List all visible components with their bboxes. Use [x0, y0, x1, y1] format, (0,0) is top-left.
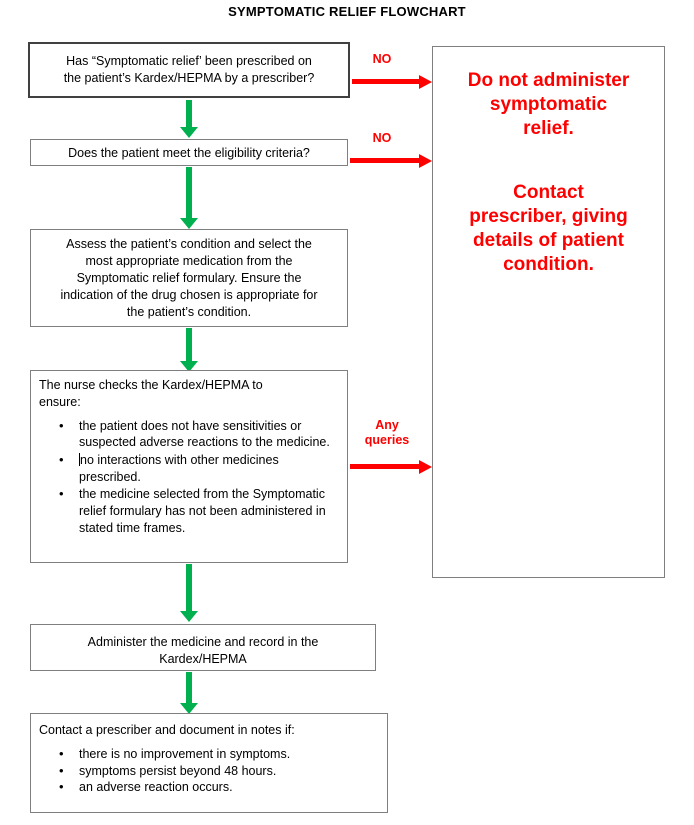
- edge-arrow-any-queries: [350, 460, 434, 474]
- edge-label-no-1: NO: [372, 52, 392, 66]
- node-line: Symptomatic relief formulary. Ensure the: [76, 270, 302, 285]
- node-administer-medicine[interactable]: Administer the medicine and record in th…: [30, 624, 376, 671]
- node-assess-condition[interactable]: Assess the patient’s condition and selec…: [30, 229, 348, 327]
- node-contact-prescriber-notes[interactable]: Contact a prescriber and document in not…: [30, 713, 388, 813]
- list-item-label: no interactions with other medicines pre…: [79, 453, 279, 484]
- arrow-head: [180, 218, 198, 229]
- arrow-shaft: [186, 167, 192, 218]
- arrow-shaft: [186, 672, 192, 703]
- node-line: most appropriate medication from the: [85, 253, 293, 268]
- text-cursor-artifact: [79, 453, 80, 466]
- list-item: an adverse reaction occurs.: [59, 778, 379, 796]
- contact-bullet-list: there is no improvement in symptoms. sym…: [39, 745, 379, 796]
- node-line: ensure:: [39, 394, 81, 409]
- outcome-line: condition.: [503, 253, 594, 275]
- arrow-shaft: [186, 100, 192, 127]
- arrow-head: [419, 460, 432, 474]
- arrow-head: [419, 154, 432, 168]
- node-line: indication of the drug chosen is appropr…: [60, 287, 318, 302]
- arrow-shaft: [186, 564, 192, 611]
- outcome-block-primary: Do not administer symptomatic relief.: [433, 69, 664, 141]
- arrow-head: [180, 611, 198, 622]
- edge-arrow-to-contact-prescriber: [180, 672, 198, 714]
- node-line: Assess the patient’s condition and selec…: [66, 237, 312, 251]
- outcome-line: prescriber, giving: [469, 205, 628, 227]
- list-item: no interactions with other medicines pre…: [59, 451, 339, 485]
- outcome-block-secondary: Contact prescriber, giving details of pa…: [433, 181, 664, 277]
- edge-arrow-to-nurse-checks: [180, 328, 198, 372]
- arrow-shaft: [350, 158, 419, 163]
- node-question-prescribed[interactable]: Has “Symptomatic relief’ been prescribed…: [28, 42, 350, 98]
- edge-arrow-no-2: [350, 154, 434, 168]
- node-line: Does the patient meet the eligibility cr…: [68, 146, 310, 160]
- arrow-head: [180, 127, 198, 138]
- node-line: Has “Symptomatic relief’ been prescribed…: [66, 54, 312, 68]
- arrow-shaft: [350, 464, 419, 469]
- edge-label-no-2: NO: [372, 131, 392, 145]
- outcome-line: relief.: [523, 117, 574, 139]
- node-outcome-do-not-administer[interactable]: Do not administer symptomatic relief. Co…: [432, 46, 665, 578]
- edge-label-line: Any: [375, 418, 399, 432]
- node-line: The nurse checks the Kardex/HEPMA to: [39, 378, 263, 392]
- node-line: the patient’s Kardex/HEPMA by a prescrib…: [63, 70, 315, 85]
- list-item: the patient does not have sensitivities …: [59, 417, 339, 451]
- outcome-line: details of patient: [473, 229, 624, 251]
- node-line: Administer the medicine and record in th…: [87, 635, 319, 649]
- edge-label-line: queries: [364, 433, 410, 447]
- nurse-checks-bullet-list: the patient does not have sensitivities …: [39, 417, 339, 536]
- node-line: the patient’s condition.: [126, 304, 252, 319]
- edge-arrow-yes-1: [180, 100, 198, 138]
- node-heading: Contact a prescriber and document in not…: [39, 723, 295, 737]
- arrow-head: [180, 703, 198, 714]
- edge-arrow-no-1: [352, 75, 432, 89]
- arrow-head: [419, 75, 432, 89]
- outcome-line: Do not administer: [467, 70, 630, 91]
- outcome-line: Contact: [513, 181, 584, 203]
- edge-arrow-to-administer: [180, 564, 198, 622]
- node-question-eligibility[interactable]: Does the patient meet the eligibility cr…: [30, 139, 348, 166]
- node-nurse-checks[interactable]: The nurse checks the Kardex/HEPMA to ens…: [30, 370, 348, 563]
- list-item: there is no improvement in symptoms.: [59, 745, 379, 763]
- outcome-line: symptomatic: [489, 93, 608, 115]
- page-title: SYMPTOMATIC RELIEF FLOWCHART: [228, 4, 466, 19]
- arrow-head: [180, 361, 198, 372]
- arrow-shaft: [352, 79, 419, 84]
- arrow-shaft: [186, 328, 192, 361]
- edge-arrow-yes-2: [180, 167, 198, 229]
- list-item: symptoms persist beyond 48 hours.: [59, 762, 379, 780]
- edge-label-any-queries: Any queries: [356, 418, 418, 448]
- list-item: the medicine selected from the Symptomat…: [59, 485, 339, 536]
- node-line: Kardex/HEPMA: [159, 651, 247, 666]
